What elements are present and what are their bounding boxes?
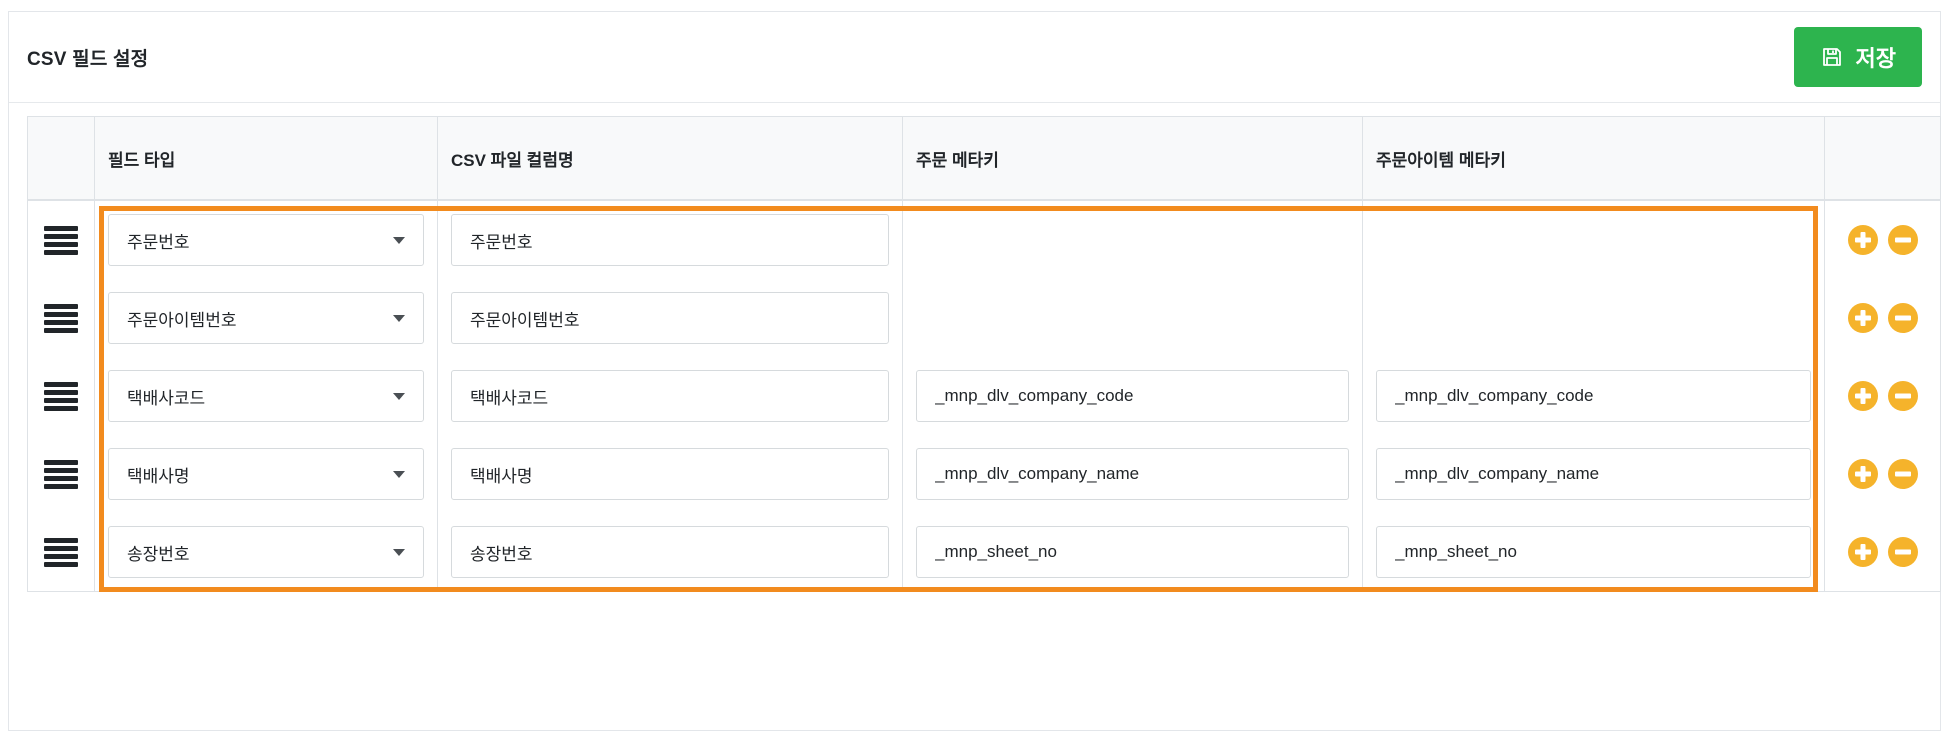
remove-row-button[interactable] xyxy=(1887,225,1918,255)
header-field-type: 필드 타입 xyxy=(94,117,437,199)
order-item-meta-input[interactable] xyxy=(1376,448,1811,500)
header-order-meta: 주문 메타키 xyxy=(902,117,1362,199)
chevron-down-icon xyxy=(393,548,405,556)
field-type-select[interactable]: 주문번호 xyxy=(108,214,424,266)
remove-row-button[interactable] xyxy=(1887,459,1918,489)
drag-handle-icon xyxy=(44,303,78,333)
save-button[interactable]: 저장 xyxy=(1793,27,1922,87)
csv-field-table: 필드 타입 CSV 파일 컬럼명 주문 메타키 주문아이템 메타키 주문번호 xyxy=(27,116,1941,592)
table-row: 주문번호 xyxy=(28,201,1940,279)
header-order-item-meta: 주문아이템 메타키 xyxy=(1362,117,1824,199)
save-floppy-icon xyxy=(1820,45,1844,69)
card-body: 필드 타입 CSV 파일 컬럼명 주문 메타키 주문아이템 메타키 주문번호 xyxy=(9,103,1941,592)
drag-handle[interactable] xyxy=(28,513,94,591)
field-type-select[interactable]: 택배사명 xyxy=(108,448,424,500)
field-type-selected-value: 택배사명 xyxy=(127,466,190,486)
field-type-select[interactable]: 주문아이템번호 xyxy=(108,292,424,344)
remove-row-button[interactable] xyxy=(1887,537,1918,567)
table-row: 택배사명 xyxy=(28,435,1940,513)
order-meta-input[interactable] xyxy=(916,448,1349,500)
add-row-button[interactable] xyxy=(1847,225,1878,255)
drag-handle-icon xyxy=(44,225,78,255)
field-type-selected-value: 주문아이템번호 xyxy=(127,310,237,330)
chevron-down-icon xyxy=(393,392,405,400)
field-type-selected-value: 택배사코드 xyxy=(127,388,206,408)
csv-column-input[interactable] xyxy=(451,292,889,344)
table-header-row: 필드 타입 CSV 파일 컬럼명 주문 메타키 주문아이템 메타키 xyxy=(28,117,1940,201)
drag-handle-icon xyxy=(44,537,78,567)
save-button-label: 저장 xyxy=(1855,46,1896,71)
table-row: 송장번호 xyxy=(28,513,1940,591)
field-type-select[interactable]: 송장번호 xyxy=(108,526,424,578)
order-item-meta-input[interactable] xyxy=(1376,526,1811,578)
drag-handle-icon xyxy=(44,459,78,489)
table-row: 택배사코드 xyxy=(28,357,1940,435)
drag-handle[interactable] xyxy=(28,201,94,279)
csv-field-settings-card: CSV 필드 설정 저장 필드 타입 CSV 파일 컬럼명 주문 메타키 주문아… xyxy=(8,11,1941,731)
add-row-button[interactable] xyxy=(1847,459,1878,489)
chevron-down-icon xyxy=(393,314,405,322)
field-type-selected-value: 주문번호 xyxy=(127,232,190,252)
add-row-button[interactable] xyxy=(1847,381,1878,411)
csv-column-input[interactable] xyxy=(451,448,889,500)
csv-column-input[interactable] xyxy=(451,526,889,578)
order-item-meta-input[interactable] xyxy=(1376,370,1811,422)
header-csv-column: CSV 파일 컬럼명 xyxy=(437,117,902,199)
remove-row-button[interactable] xyxy=(1887,381,1918,411)
csv-column-input[interactable] xyxy=(451,370,889,422)
remove-row-button[interactable] xyxy=(1887,303,1918,333)
card-header: CSV 필드 설정 저장 xyxy=(9,12,1940,103)
chevron-down-icon xyxy=(393,470,405,478)
order-meta-input[interactable] xyxy=(916,370,1349,422)
add-row-button[interactable] xyxy=(1847,537,1878,567)
csv-column-input[interactable] xyxy=(451,214,889,266)
field-type-selected-value: 송장번호 xyxy=(127,544,190,564)
drag-handle[interactable] xyxy=(28,279,94,357)
page-title: CSV 필드 설정 xyxy=(27,48,149,70)
order-meta-input[interactable] xyxy=(916,526,1349,578)
header-drag xyxy=(28,117,94,199)
chevron-down-icon xyxy=(393,236,405,244)
field-type-select[interactable]: 택배사코드 xyxy=(108,370,424,422)
drag-handle-icon xyxy=(44,381,78,411)
drag-handle[interactable] xyxy=(28,357,94,435)
header-actions xyxy=(1824,117,1940,199)
table-row: 주문아이템번호 xyxy=(28,279,1940,357)
add-row-button[interactable] xyxy=(1847,303,1878,333)
drag-handle[interactable] xyxy=(28,435,94,513)
